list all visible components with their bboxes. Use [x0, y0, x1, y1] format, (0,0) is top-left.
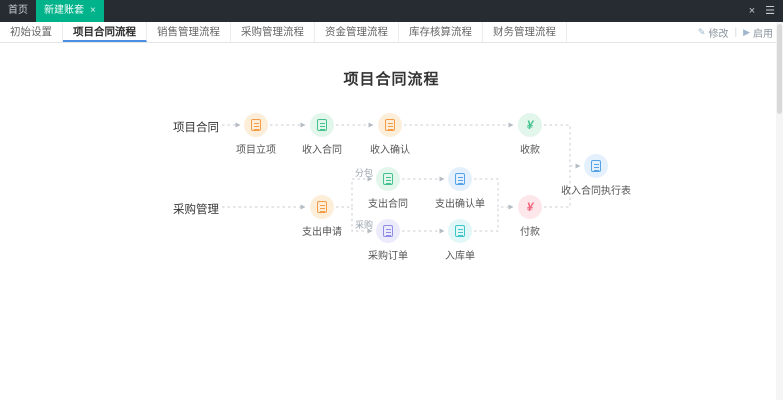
flow-node-label: 收入确认 — [370, 145, 410, 156]
flow-node-label: 收入合同 — [302, 145, 342, 156]
enable-button[interactable]: ▶ 启用 — [743, 25, 773, 40]
document-icon — [448, 219, 472, 243]
report-icon — [584, 154, 608, 178]
flow-node-label: 入库单 — [445, 251, 475, 262]
document-icon — [310, 195, 334, 219]
document-icon — [448, 167, 472, 191]
edit-icon: ✎ — [697, 26, 706, 37]
flow-node-label: 支出合同 — [368, 199, 408, 210]
tab-funds-flow[interactable]: 资金管理流程 — [315, 22, 399, 42]
tab-initial-setup[interactable]: 初始设置 — [0, 22, 63, 42]
flow-node-purchase-order: 采购订单 — [356, 219, 420, 262]
tab-purchase-flow[interactable]: 采购管理流程 — [231, 22, 315, 42]
main-content: 项目合同流程 — [0, 43, 783, 400]
flow-node-label: 收入合同执行表 — [561, 186, 631, 197]
tab-inventory-flow[interactable]: 库存核算流程 — [399, 22, 483, 42]
topbar: 首页 新建账套 × × ☰ — [0, 0, 783, 22]
document-icon — [376, 219, 400, 243]
money-icon: ¥ — [518, 195, 542, 219]
flow-node-project-init: 项目立项 — [224, 113, 288, 156]
modify-label: 修改 — [708, 28, 729, 40]
document-icon — [376, 167, 400, 191]
play-icon: ▶ — [743, 26, 750, 37]
flow-node-income-confirm: 收入确认 — [358, 113, 422, 156]
money-icon: ¥ — [518, 113, 542, 137]
scrollbar-thumb[interactable] — [777, 24, 782, 114]
active-page-tab[interactable]: 新建账套 × — [36, 0, 104, 22]
flow-node-label: 付款 — [520, 227, 540, 238]
document-icon — [244, 113, 268, 137]
flow-node-expense-contract: 支出合同 — [356, 167, 420, 210]
edge-label-subcontract: 分包 — [355, 168, 374, 178]
tab-finance-flow[interactable]: 财务管理流程 — [483, 22, 567, 42]
enable-label: 启用 — [753, 28, 773, 40]
tab-bar: 初始设置 项目合同流程 销售管理流程 采购管理流程 资金管理流程 库存核算流程 … — [0, 22, 783, 43]
tab-sales-flow[interactable]: 销售管理流程 — [147, 22, 231, 42]
flow-node-contract-report: 收入合同执行表 — [548, 154, 644, 197]
lane-label-project-contract: 项目合同 — [173, 122, 219, 134]
tab-close-icon[interactable]: × — [90, 5, 96, 16]
flow-node-label: 收款 — [520, 145, 540, 156]
flow-node-income-contract: 收入合同 — [290, 113, 354, 156]
tabbar-actions: ✎ 修改 | ▶ 启用 — [698, 22, 783, 42]
flow-node-receipt: ¥ 收款 — [498, 113, 562, 156]
topbar-right: × ☰ — [749, 0, 783, 22]
document-icon — [378, 113, 402, 137]
edge-label-purchase: 采购 — [355, 220, 374, 230]
flow-node-label: 项目立项 — [236, 145, 276, 156]
page-title: 项目合同流程 — [343, 71, 440, 88]
tab-project-contract-flow[interactable]: 项目合同流程 — [63, 22, 147, 42]
flow-node-payment: ¥ 付款 — [498, 195, 562, 238]
vertical-scrollbar[interactable] — [776, 22, 783, 400]
flow-node-label: 支出确认单 — [435, 199, 485, 210]
active-page-tab-label: 新建账套 — [44, 5, 84, 16]
flow-node-stock-in: 入库单 — [428, 219, 492, 262]
modify-button[interactable]: ✎ 修改 — [698, 25, 729, 40]
lane-label-purchase-mgmt: 采购管理 — [173, 204, 219, 216]
flow-node-label: 采购订单 — [368, 251, 408, 262]
home-tab[interactable]: 首页 — [8, 5, 28, 16]
divider: | — [734, 26, 738, 38]
flow-node-expense-confirm: 支出确认单 — [428, 167, 492, 210]
flow-node-expense-apply: 支出申请 — [290, 195, 354, 238]
flow-node-label: 支出申请 — [302, 227, 342, 238]
document-icon — [310, 113, 334, 137]
close-icon[interactable]: × — [748, 5, 756, 17]
menu-icon[interactable]: ☰ — [765, 5, 775, 17]
